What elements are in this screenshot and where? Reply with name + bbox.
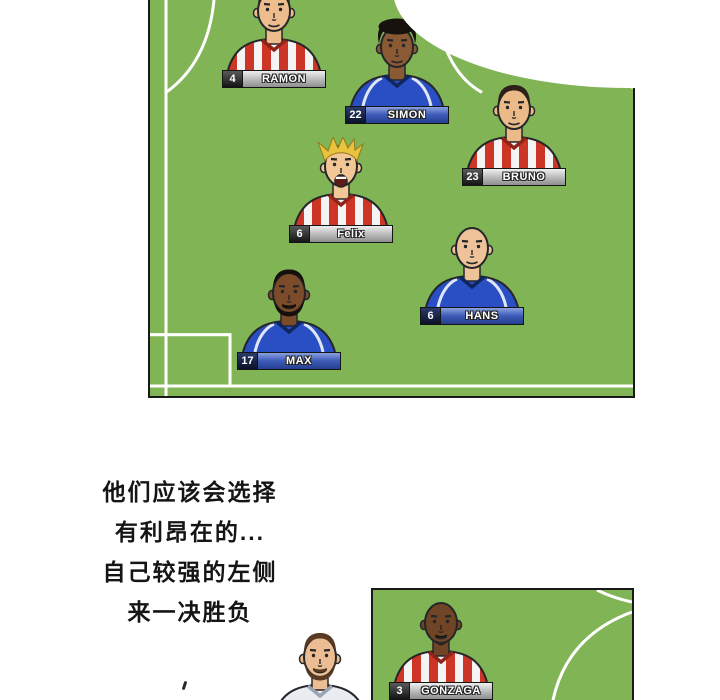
player-name: MAX [286,355,312,367]
player-portrait [289,135,393,226]
player-portrait [268,628,372,700]
player-portrait [237,264,341,353]
speech-text-line: 有利昂在的... [114,519,266,545]
player-nameplate: 6 HANS [420,307,524,325]
player-card-bruno: 23 BRUNO [462,80,566,186]
player-number: 6 [290,226,310,242]
player-nameplate: 17 MAX [237,352,341,370]
player-card-simon: 22 SIMON [345,18,449,124]
player-nameplate: 6 Felix [289,225,393,243]
speech-text-line: 自己较强的左侧 [102,559,278,585]
player-card-hans: 6 HANS [420,219,524,325]
player-portrait [420,219,524,308]
player-card-felix: 6 Felix [289,135,393,243]
player-portrait [345,18,449,107]
speech-text-line: 他们应该会选择 [102,479,278,505]
player-nameplate: 3 GONZAGA [389,682,493,700]
player-name: GONZAGA [421,685,481,697]
player-portrait [222,0,326,71]
player-name: SIMON [387,109,427,121]
player-card-ramon: 4 RAMON [222,0,326,88]
player-number: 4 [223,71,243,87]
player-name: BRUNO [502,171,546,183]
player-number: 6 [421,308,441,324]
player-number: 17 [238,353,258,369]
player-name: RAMON [261,73,307,85]
player-number: 23 [463,169,483,185]
speech-text-line: 来一决胜负 [127,599,253,625]
field-markings-bottom [551,590,632,700]
player-number: 22 [346,107,366,123]
player-card-unnamed [268,628,372,700]
player-portrait [389,594,493,683]
player-name: Felix [337,228,365,240]
speech-bubble: 他们应该会选择 有利昂在的... 自己较强的左侧 来一决胜负 [22,436,358,668]
player-nameplate: 22 SIMON [345,106,449,124]
player-nameplate: 4 RAMON [222,70,326,88]
player-card-max: 17 MAX [237,264,341,370]
player-name: HANS [465,310,499,322]
player-portrait [462,80,566,169]
soccer-field-bottom [371,588,634,700]
player-card-gonzaga: 3 GONZAGA [389,594,493,700]
player-number: 3 [390,683,410,699]
player-nameplate: 23 BRUNO [462,168,566,186]
